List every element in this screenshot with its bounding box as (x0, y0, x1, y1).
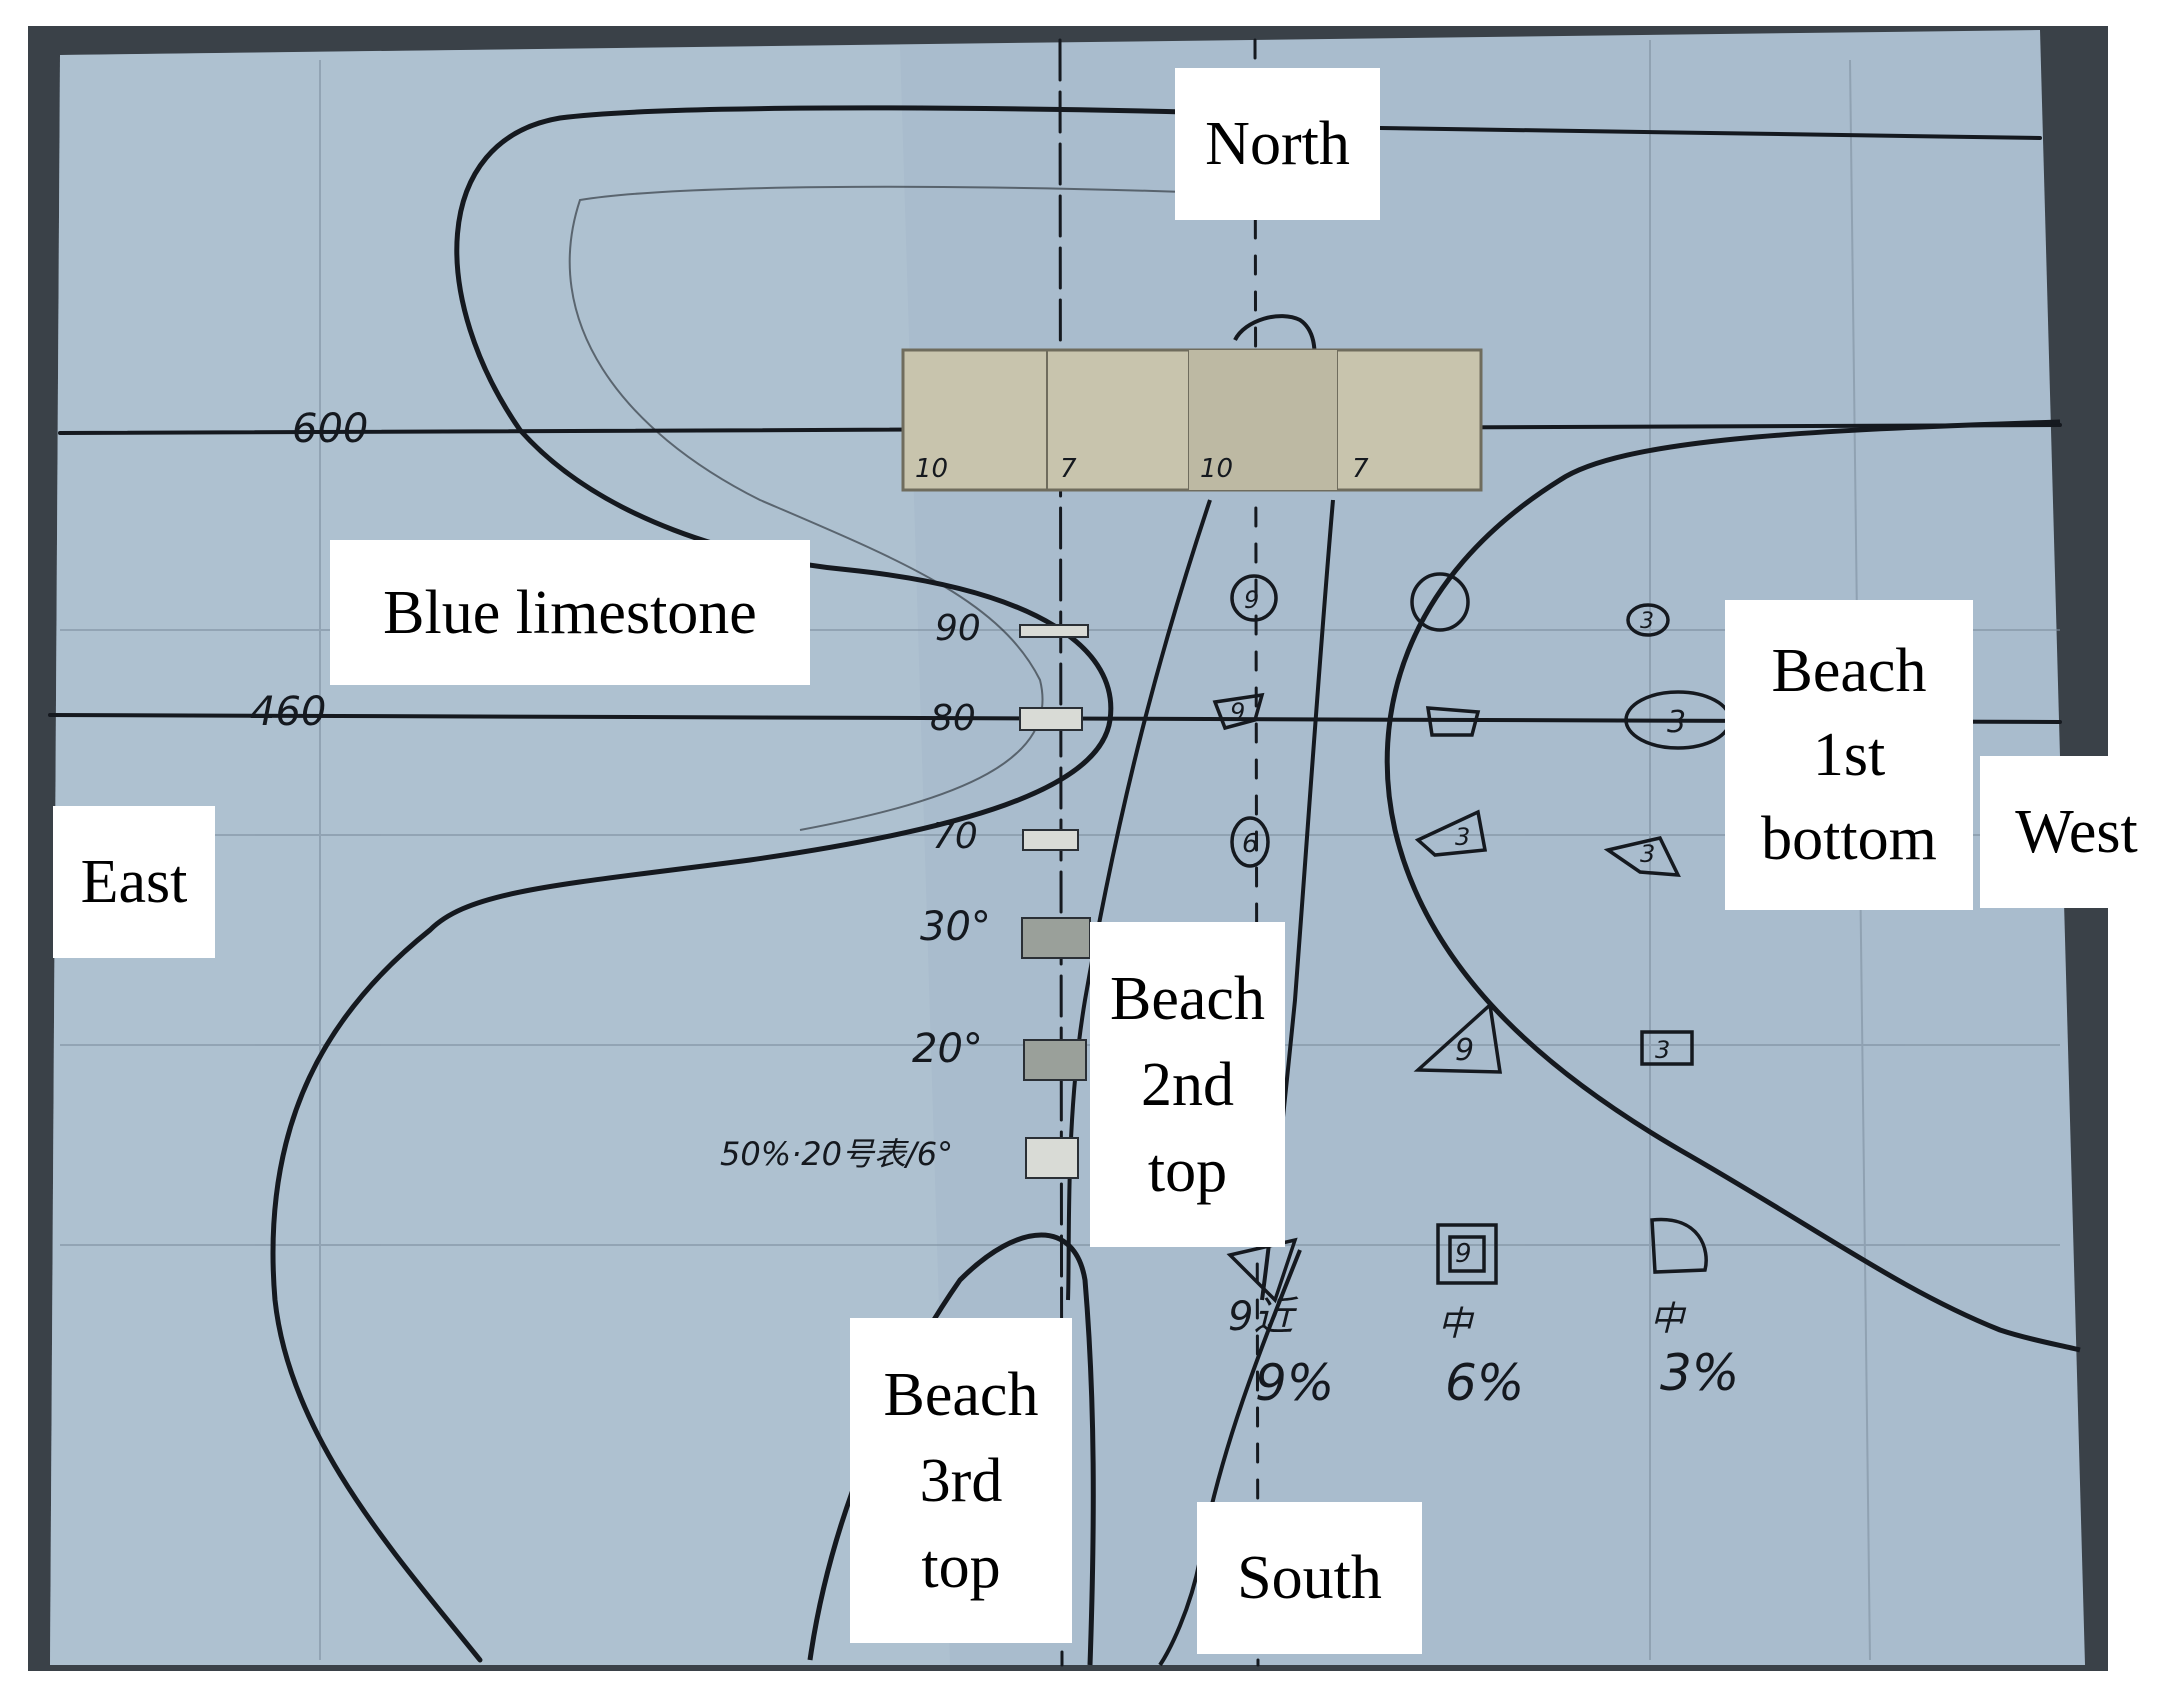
blue-limestone-outline (270, 105, 1368, 1663)
label-beach-1st-bottom: Beach 1st bottom (1725, 600, 1973, 910)
hw-80: 80 (930, 698, 976, 739)
west-bank-outline (1384, 419, 2081, 1353)
label-beach-3rd-line3: top (921, 1532, 1001, 1601)
hw-pct-6: 6% (1445, 1354, 1524, 1412)
hw-tile-2: 7 (1060, 454, 1077, 484)
hw-mark-9a: 9 (1244, 586, 1259, 614)
hw-90: 90 (935, 608, 981, 649)
hw-mark-6: 6 (1242, 829, 1259, 859)
hw-tile-1: 10 (915, 454, 948, 484)
label-beach-3rd-line2: 3rd (919, 1446, 1003, 1515)
hw-70: 70 (932, 816, 978, 857)
label-beach-1st-line3: bottom (1761, 805, 1937, 873)
hw-600: 600 (292, 406, 368, 452)
label-east: East (53, 806, 215, 958)
sample-chips (1019, 624, 1091, 1179)
hw-pct-3: 3% (1660, 1344, 1739, 1402)
label-beach-1st-line1: Beach (1771, 637, 1927, 705)
hw-mid-2: 中 (1650, 1299, 1687, 1339)
hw-mark-9d: 9 (1455, 1239, 1472, 1269)
handwriting: 600 460 10 7 10 7 90 80 70 30° 20° 50%·2… (250, 406, 1739, 1412)
label-south-text: South (1237, 1544, 1382, 1612)
hw-near: 9近 (1228, 1294, 1298, 1340)
hw-tile-4: 7 (1352, 454, 1369, 484)
label-beach-1st-line2: 1st (1812, 721, 1886, 789)
sample-tiles (901, 348, 1483, 492)
hw-20: 20° (912, 1026, 983, 1072)
hw-mark-3c: 3 (1455, 823, 1470, 851)
hw-mid-1: 中 (1438, 1304, 1475, 1344)
label-west: West (1980, 756, 2173, 908)
hw-note-50: 50%·20号表/6° (720, 1135, 953, 1173)
drawn-marks (1212, 572, 1732, 1304)
hw-mark-3a: 3 (1640, 609, 1654, 634)
hw-tile-3: 10 (1200, 454, 1233, 484)
hw-pct-9: 9% (1255, 1354, 1334, 1412)
label-south: South (1197, 1502, 1422, 1654)
hw-460: 460 (250, 689, 326, 735)
label-beach-2nd-line3: top (1147, 1136, 1228, 1205)
label-blue-limestone: Blue limestone (330, 540, 810, 685)
label-west-text: West (2015, 798, 2138, 866)
hw-mark-9b: 9 (1230, 698, 1245, 726)
label-beach-2nd-top: Beach 2nd top (1090, 922, 1285, 1247)
hw-mark-3e: 3 (1655, 1036, 1670, 1064)
hw-30: 30° (920, 904, 991, 950)
label-beach-3rd-top: Beach 3rd top (850, 1318, 1072, 1643)
label-beach-3rd-line1: Beach (883, 1360, 1039, 1429)
label-east-text: East (80, 848, 188, 916)
label-beach-2nd-line2: 2nd (1141, 1050, 1234, 1119)
hw-mark-3d: 3 (1640, 840, 1655, 868)
hw-mark-9c: 9 (1455, 1033, 1474, 1068)
hw-mark-3b: 3 (1667, 705, 1686, 740)
label-beach-2nd-line1: Beach (1110, 964, 1265, 1033)
label-north: North (1175, 68, 1380, 220)
label-blue-limestone-text: Blue limestone (383, 578, 757, 647)
label-north-text: North (1205, 110, 1350, 178)
